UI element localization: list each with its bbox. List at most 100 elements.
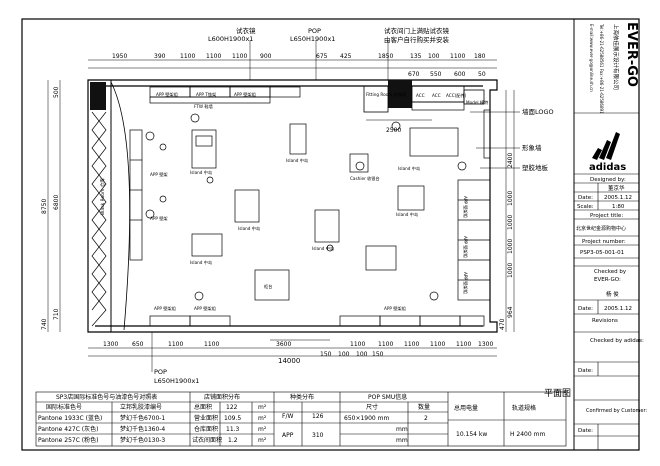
category-row-2-value: 310 bbox=[312, 432, 324, 439]
dim-right-s3: 1000 bbox=[507, 239, 514, 254]
dim-right-2: 964 bbox=[507, 306, 514, 318]
color-row-3-paint: 梦幻千色0130-3 bbox=[120, 436, 165, 444]
area-row-3-unit: m² bbox=[258, 426, 267, 433]
dim-top-12: 1100 bbox=[450, 53, 465, 60]
dim-bot2-1: 150 bbox=[320, 351, 332, 358]
callout-wall-logo: 墙面LOGO bbox=[522, 107, 554, 116]
dim-top-9: 1850 bbox=[378, 53, 393, 60]
label-cashier: Cashier 收银台 bbox=[350, 175, 380, 182]
dim-bot-1: 1300 bbox=[103, 341, 118, 348]
revisions-label: Revisions bbox=[592, 318, 618, 324]
fitting-room bbox=[363, 80, 485, 113]
area-row-2-value: 109.5 bbox=[224, 415, 241, 422]
area-row-1-value: 122 bbox=[226, 404, 238, 411]
pop-row-3-unit: mm bbox=[396, 437, 408, 444]
black-room-label: Black Room 仓库 bbox=[99, 178, 106, 215]
label-app-bottom-1: APP 壁架组 bbox=[154, 305, 176, 312]
company-block: EVER-GO 上海依佳展示设计有限公司 Tel:+86-21-62588561… bbox=[589, 22, 639, 114]
scale-label: Scale: bbox=[577, 204, 594, 210]
callouts: 试衣镜 L600H1900x1 POP L650H1900x1 试衣间门上满贴试… bbox=[154, 26, 554, 385]
dim-top-11: 100 bbox=[428, 53, 440, 60]
label-app-3: APP 壁架组 bbox=[234, 91, 256, 98]
callout-image-wall: 形象墙 bbox=[522, 143, 542, 152]
pop-row-1-size: 650×1900 mm bbox=[344, 415, 390, 422]
dim-bot2-2: 100 bbox=[338, 351, 350, 358]
top-wall-units bbox=[149, 86, 491, 301]
track-header: 轨道规格 bbox=[512, 404, 536, 412]
dim-bot-4: 1100 bbox=[204, 341, 219, 348]
dim-right-3: 470 bbox=[499, 318, 506, 330]
label-acc-2: ACC bbox=[432, 93, 441, 98]
color-table-title: SP3店国际标准色号与油漆色号对照表 bbox=[56, 393, 157, 401]
dim-right-1: 2400 bbox=[507, 153, 514, 168]
bottom-wall-units bbox=[129, 129, 485, 327]
island-fixtures bbox=[159, 123, 459, 301]
pop-row-2-unit: mm bbox=[396, 426, 408, 433]
project-title: 北京世纪金源购物中心 bbox=[576, 225, 626, 232]
company-email: E-mail:www.ever-go@online.sh.cn bbox=[589, 24, 594, 92]
dim-right-s1: 1000 bbox=[507, 191, 514, 206]
color-header-2: 立邦乳胶漆编号 bbox=[120, 403, 162, 411]
dim-top-3: 1100 bbox=[180, 53, 195, 60]
title-block-text: Designed by: Designed by: Model 模特 董京华 D… bbox=[576, 177, 647, 434]
label-island-5: Island 中岛 bbox=[312, 245, 334, 252]
area-row-1-unit: m² bbox=[258, 404, 267, 411]
dim-left-3: 710 bbox=[53, 308, 60, 320]
area-row-2-unit: m² bbox=[258, 415, 267, 422]
label-island-2: Island 中岛 bbox=[286, 157, 308, 164]
color-row-1-paint: 梦幻千色6700-1 bbox=[120, 414, 165, 422]
dim-top-8: 425 bbox=[340, 53, 352, 60]
dim-right-s4: 1000 bbox=[507, 263, 514, 278]
color-row-2-std: Pantone 427C (灰色) bbox=[38, 425, 98, 433]
dim-mid: 2500 bbox=[386, 127, 401, 134]
dim-bot2-4: 150 bbox=[372, 351, 384, 358]
label-app-right-2: APP 壁架组 bbox=[462, 236, 469, 258]
category-row-1-value: 126 bbox=[312, 413, 324, 420]
label-app-bottom-3: APP 壁架组 bbox=[384, 305, 406, 312]
dim-bot2-3: 100 bbox=[356, 351, 368, 358]
track-value: H 2400 mm bbox=[510, 431, 545, 438]
label-island-6: Island 中岛 bbox=[396, 211, 418, 218]
title-block-frame bbox=[573, 18, 640, 451]
dim-right-s2: 1000 bbox=[507, 215, 514, 230]
dimension-lines bbox=[47, 59, 515, 357]
project-title-label: Project title: bbox=[590, 213, 623, 219]
label-app-left-1: APP 壁架 bbox=[150, 171, 168, 178]
callout-pop-bottom-size: L650H1900x1 bbox=[154, 377, 199, 385]
label-model: Model 模特 bbox=[466, 99, 488, 106]
area-row-3-value: 11.3 bbox=[226, 426, 240, 433]
area-row-4-unit: m² bbox=[258, 437, 267, 444]
label-app-2: APP T恤架 bbox=[196, 91, 216, 98]
color-row-2-paint: 梦幻千色1360-4 bbox=[120, 425, 165, 433]
label-ftw-wall: FTW 鞋墙 bbox=[194, 103, 213, 110]
confirmed-label: Confirmed by Customer: bbox=[586, 408, 647, 414]
pop-row-1-qty: 2 bbox=[424, 415, 428, 422]
dim-bot-10: 1100 bbox=[456, 341, 471, 348]
dim-bot-2: 650 bbox=[132, 341, 144, 348]
plan-title: 平面图 bbox=[544, 388, 571, 399]
category-row-1-label: F/W bbox=[282, 413, 293, 420]
category-table-title: 种类分布 bbox=[290, 393, 314, 401]
checked-date: 2005.1.12 bbox=[604, 306, 632, 312]
label-acc-1: ACC bbox=[416, 93, 425, 98]
checked-by-name: 杨 俊 bbox=[606, 290, 619, 298]
dim-top-10: 135 bbox=[410, 53, 422, 60]
area-table-title: 店铺面积分布 bbox=[204, 393, 240, 401]
label-app-1: APP 壁架组 bbox=[156, 91, 178, 98]
checked-date-label: Date: bbox=[578, 306, 593, 312]
dim-top-2: 390 bbox=[154, 53, 166, 60]
dim-bot-9: 1100 bbox=[430, 341, 445, 348]
area-row-2-label: 营业面积 bbox=[194, 414, 218, 422]
dim-top-6: 900 bbox=[260, 53, 272, 60]
area-row-4-label: 试衣间面积 bbox=[192, 436, 222, 444]
color-row-1-std: Pantone 1933C (蓝色) bbox=[38, 414, 102, 422]
sheet-border bbox=[21, 18, 640, 451]
dim-left-total: 8750 bbox=[41, 199, 48, 214]
dim-top-7: 675 bbox=[316, 53, 328, 60]
area-row-1-label: 总面积 bbox=[194, 403, 212, 411]
label-island-3: Island 中岛 bbox=[398, 165, 420, 172]
power-header: 总用电量 bbox=[454, 404, 478, 412]
dim-bot-8: 1100 bbox=[404, 341, 419, 348]
